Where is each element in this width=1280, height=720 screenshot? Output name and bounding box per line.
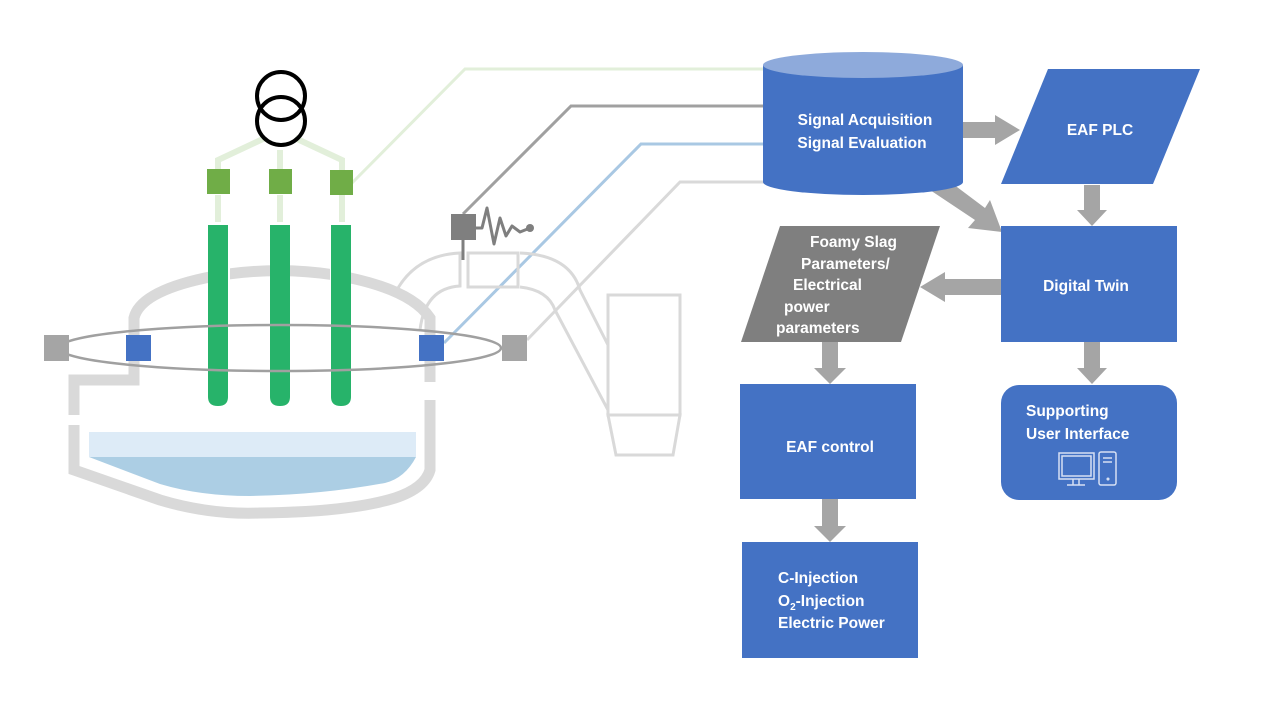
arrow-signal-to-plc <box>963 115 1020 145</box>
dust-hopper <box>606 413 682 457</box>
twin-label: Digital Twin <box>1043 278 1129 295</box>
furnace <box>68 262 436 519</box>
structure-borne-sound-sensor-left <box>44 335 69 361</box>
ui-label-1: Supporting <box>1026 403 1109 420</box>
arrows <box>814 115 1107 542</box>
electrode-3 <box>331 225 351 406</box>
node-eaf-plc[interactable]: EAF PLC <box>1001 69 1200 184</box>
desktop-computer-icon <box>1058 451 1117 486</box>
params-label-5: parameters <box>776 320 860 337</box>
node-eaf-control[interactable]: EAF control <box>740 384 916 499</box>
params-label-4: power <box>784 299 830 316</box>
arrow-twin-to-ui <box>1077 342 1107 384</box>
microphone-sensor <box>451 206 534 260</box>
accelerometer-left <box>126 335 151 361</box>
node-supporting-ui[interactable]: Supporting User Interface <box>1001 385 1177 500</box>
arrow-twin-to-params <box>920 272 1001 302</box>
arrow-signal-to-twin <box>930 178 1002 232</box>
electrode-2 <box>270 225 290 406</box>
signal-line-accelerometer <box>442 142 770 345</box>
steel-bath <box>89 457 416 496</box>
injection-label-1: C-Injection <box>778 570 858 587</box>
electrode-clamp-3 <box>330 170 353 195</box>
injection-rest: -Injection <box>796 593 865 610</box>
injection-subscript: 2 <box>790 602 796 613</box>
electrode-clamp-1 <box>207 169 230 194</box>
signal-line-electrical <box>350 67 770 185</box>
sensor-ring <box>44 323 527 373</box>
control-label: EAF control <box>786 439 874 456</box>
plc-label: EAF PLC <box>1067 122 1133 139</box>
arrow-plc-to-twin <box>1077 185 1107 226</box>
accelerometer-right <box>419 335 444 361</box>
ui-label-2: User Interface <box>1026 426 1130 443</box>
electrode-clamp-2 <box>269 169 292 194</box>
structure-borne-sound-sensor-right <box>502 335 527 361</box>
injection-label-3: Electric Power <box>778 615 885 632</box>
arrow-control-to-injection <box>814 499 846 542</box>
electrode-1 <box>208 225 228 406</box>
node-injection-power[interactable]: C-Injection O2-Injection Electric Power <box>742 542 918 658</box>
signal-line-structure-sound <box>525 180 770 342</box>
arrow-params-to-control <box>814 342 846 384</box>
params-label-3: Electrical <box>793 277 862 294</box>
furnace-left-wall <box>68 340 140 415</box>
signal-label-1: Signal Acquisition <box>798 112 933 129</box>
furnace-vessel <box>68 400 436 519</box>
node-foamy-slag-parameters[interactable]: Foamy Slag Parameters/ Electrical power … <box>741 226 940 342</box>
params-label-1: Foamy Slag <box>810 234 897 251</box>
transformer-icon <box>255 70 307 122</box>
params-label-2: Parameters/ <box>801 256 890 273</box>
sound-wave-icon <box>476 206 531 246</box>
signal-line-microphone <box>461 104 770 216</box>
dust-filter <box>606 293 682 417</box>
transformer <box>207 70 353 222</box>
signal-label-2: Signal Evaluation <box>797 135 926 152</box>
node-signal-acquisition[interactable]: Signal Acquisition Signal Evaluation <box>763 52 963 195</box>
offgas-duct <box>396 251 682 457</box>
injection-label-2: O2-Injection <box>778 593 865 613</box>
slag-layer <box>89 432 416 457</box>
electrodes <box>208 225 351 406</box>
injection-o: O <box>778 593 790 610</box>
node-digital-twin[interactable]: Digital Twin <box>1001 226 1177 342</box>
